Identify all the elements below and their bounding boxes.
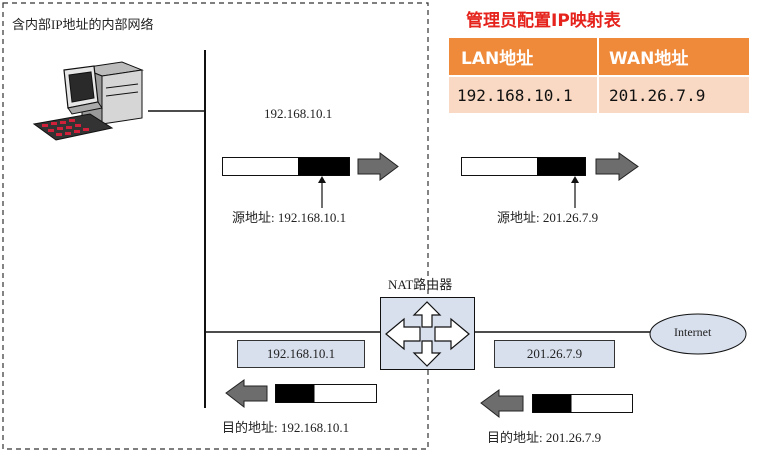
incoming-packet-wan [480, 389, 633, 419]
header-lan: LAN地址 [449, 38, 599, 77]
outgoing-packet-wan [461, 152, 639, 208]
internet-cloud-icon [649, 313, 747, 355]
outgoing-ip-label: 192.168.10.1 [264, 106, 333, 121]
cell-wan-address: 201.26.7.9 [598, 76, 749, 113]
table-header-row: LAN地址 WAN地址 [449, 38, 749, 77]
table-row: 192.168.10.1 201.26.7.9 [449, 76, 749, 113]
cell-lan-address: 192.168.10.1 [449, 76, 599, 113]
source-address-lan: 源地址: 192.168.10.1 [232, 210, 347, 225]
router-label: NAT路由器 [388, 277, 453, 292]
destination-address-wan: 目的地址: 201.26.7.9 [487, 430, 602, 445]
incoming-lan-address-box: 192.168.10.1 [237, 340, 365, 368]
internet-label: Internet [674, 325, 712, 339]
ip-mapping-table: LAN地址 WAN地址 192.168.10.1 201.26.7.9 [449, 38, 749, 113]
computer-icon [32, 61, 144, 141]
nat-router-icon [380, 297, 475, 370]
header-wan: WAN地址 [598, 38, 749, 77]
incoming-packet-lan [225, 379, 377, 409]
network-area-label: 含内部IP地址的内部网络 [12, 17, 154, 32]
source-address-wan: 源地址: 201.26.7.9 [497, 210, 599, 225]
incoming-wan-address-box: 201.26.7.9 [494, 340, 615, 368]
destination-address-lan: 目的地址: 192.168.10.1 [222, 420, 350, 435]
mapping-table-title: 管理员配置IP映射表 [466, 11, 621, 31]
outgoing-packet-lan [222, 152, 399, 208]
